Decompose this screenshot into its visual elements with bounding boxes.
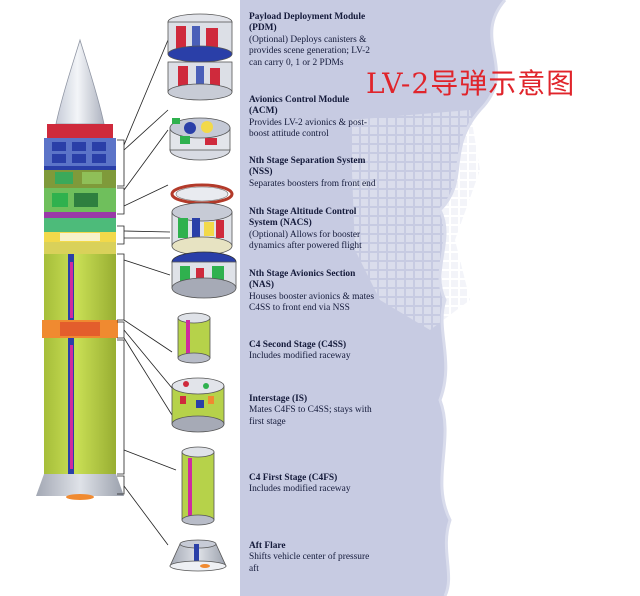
c4fs-label: C4 First Stage (C4FS) Includes modified … — [249, 473, 379, 496]
nacs-description: (Optional) Allows for booster dynamics a… — [249, 230, 379, 253]
c4ss-description: Includes modified raceway — [249, 351, 379, 362]
pdm-heading: Payload Deployment Module (PDM) — [249, 12, 379, 35]
interstage-label: Interstage (IS) Mates C4FS to C4SS; stay… — [249, 394, 379, 428]
missile — [36, 40, 124, 500]
c4fs-section — [44, 338, 116, 474]
acm-label: Avionics Control Module (ACM) Provides L… — [249, 95, 379, 141]
nss-label: Nth Stage Separation System (NSS) Separa… — [249, 156, 379, 190]
pdm-red-band — [47, 124, 113, 138]
interstage-heading: Interstage (IS) — [249, 394, 379, 405]
nss-description: Separates boosters from front end — [249, 179, 379, 190]
nas-illustration — [172, 252, 236, 298]
c4ss-label: C4 Second Stage (C4SS) Includes modified… — [249, 340, 379, 363]
nose-cone — [56, 40, 104, 124]
interstage-illustration — [172, 378, 224, 432]
diagram-title: LV-2导弹示意图 — [366, 62, 575, 102]
nas-heading: Nth Stage Avionics Section (NAS) — [249, 269, 379, 292]
aft-flare-illustration — [170, 540, 226, 571]
nss-illustration — [172, 185, 232, 203]
c4fs-description: Includes modified raceway — [249, 484, 379, 495]
acm-heading: Avionics Control Module (ACM) — [249, 95, 379, 118]
acm-illustration — [170, 118, 230, 160]
pdm-illustration — [168, 14, 232, 100]
c4fs-heading: C4 First Stage (C4FS) — [249, 473, 379, 484]
c4ss-illustration — [178, 313, 210, 363]
c4fs-illustration — [182, 447, 214, 525]
nacs-illustration — [172, 203, 232, 255]
nas-description: Houses booster avionics & mates C4SS to … — [249, 292, 379, 315]
section-brackets — [117, 140, 124, 494]
nacs-section — [44, 218, 116, 232]
nacs-label: Nth Stage Altitude Control System (NACS)… — [249, 207, 379, 253]
aft-flare-description: Shifts vehicle center of pressure aft — [249, 552, 379, 575]
aft-flare-label: Aft Flare Shifts vehicle center of press… — [249, 541, 379, 575]
pdm-label: Payload Deployment Module (PDM) (Optiona… — [249, 12, 379, 69]
nas-section — [44, 242, 116, 254]
pdm-description: (Optional) Deploys canisters & provides … — [249, 35, 379, 69]
c4ss-heading: C4 Second Stage (C4SS) — [249, 340, 379, 351]
aft-flare-section — [36, 474, 124, 496]
connector-lines — [124, 40, 176, 545]
aft-flare-heading: Aft Flare — [249, 541, 379, 552]
nss-heading: Nth Stage Separation System (NSS) — [249, 156, 379, 179]
acm-description: Provides LV-2 avionics & post-boost atti… — [249, 118, 379, 141]
c4ss-section — [44, 254, 116, 320]
nas-label: Nth Stage Avionics Section (NAS) Houses … — [249, 269, 379, 315]
nacs-heading: Nth Stage Altitude Control System (NACS) — [249, 207, 379, 230]
interstage-description: Mates C4FS to C4SS; stays with first sta… — [249, 405, 379, 428]
